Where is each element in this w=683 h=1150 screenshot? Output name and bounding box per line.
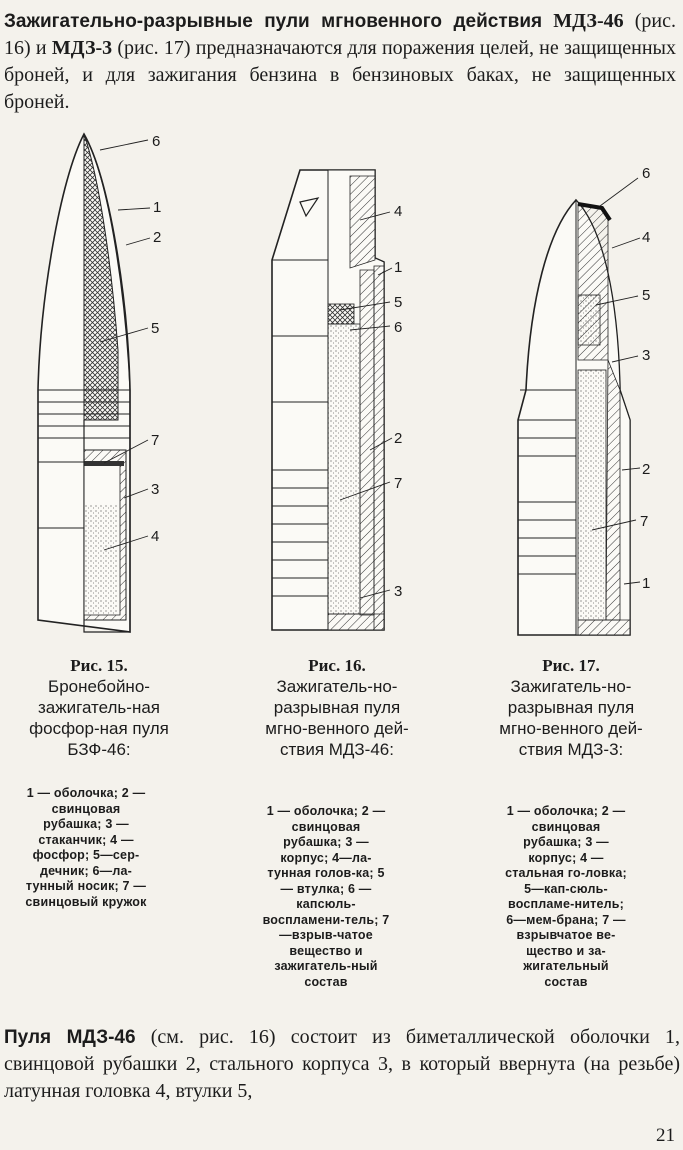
fig16-callout-7: 7: [394, 475, 402, 492]
fig15-callout-4: 4: [151, 528, 159, 545]
fig17-callout-5: 5: [642, 287, 650, 304]
bottom-bold-lead: Пуля МДЗ-46: [4, 1027, 136, 1048]
fig15-name: Бронебойно-зажигатель-ная фосфор-ная пул…: [29, 677, 169, 759]
figure-15-drawing: 6 1 2 5 7 3 4: [37, 132, 161, 633]
model-mdz46: МДЗ-46: [553, 10, 624, 32]
fig15-callout-1: 1: [153, 199, 161, 216]
intro-paragraph: Зажигательно-разрывные пули мгновенного …: [4, 8, 676, 116]
bottom-text: (см. рис. 16) состоит из биметаллической…: [4, 1026, 680, 1102]
fig17-callout-2: 2: [642, 461, 650, 478]
bottom-paragraph: Пуля МДЗ-46 (см. рис. 16) состоит из бим…: [4, 1024, 680, 1105]
bullet-figures: 6 1 2 5 7 3 4 4 1 5: [37, 132, 650, 636]
fig16-name: Зажигатель-но-разрывная пуля мгно-венног…: [265, 677, 409, 759]
fig17-callout-3: 3: [642, 347, 650, 364]
fig15-callout-5: 5: [151, 320, 159, 337]
fig16-legend: 1 — оболочка; 2 — свинцовая рубашка; 3 —…: [262, 804, 390, 989]
fig17-callout-1: 1: [642, 575, 650, 592]
fig17-label: Рис. 17.: [542, 656, 600, 675]
intro-fig-ref: (рис. 16) и: [4, 10, 676, 59]
fig17-caption: Рис. 17. Зажигатель-но-разрывная пуля мг…: [496, 655, 646, 760]
fig15-callout-3: 3: [151, 481, 159, 498]
fig15-callout-7: 7: [151, 432, 159, 449]
fig17-callout-7: 7: [640, 513, 648, 530]
fig16-caption: Рис. 16. Зажигатель-но-разрывная пуля мг…: [262, 655, 412, 760]
page-number: 21: [656, 1125, 675, 1146]
fig15-label: Рис. 15.: [70, 656, 128, 675]
fig16-callout-2: 2: [394, 430, 402, 447]
intro-title: Зажигательно-разрывные пули мгновенного …: [4, 11, 543, 32]
model-mdz3: МДЗ-3: [51, 37, 113, 59]
fig16-callout-6: 6: [394, 319, 402, 336]
fig17-name: Зажигатель-но-разрывная пуля мгно-венног…: [499, 677, 643, 759]
figure-17-drawing: 6 4 5 3 2 7 1: [517, 165, 650, 636]
fig16-callout-1: 1: [394, 259, 402, 276]
fig17-legend: 1 — оболочка; 2 — свинцовая рубашка; 3 —…: [505, 804, 627, 989]
figure-16-drawing: 4 1 5 6 2 7 3: [271, 169, 402, 631]
fig15-caption: Рис. 15. Бронебойно-зажигатель-ная фосфо…: [24, 655, 174, 760]
fig16-label: Рис. 16.: [308, 656, 366, 675]
fig15-callout-2: 2: [153, 229, 161, 246]
fig15-callout-6: 6: [152, 133, 160, 150]
fig16-callout-4: 4: [394, 203, 402, 220]
fig17-callout-6: 6: [642, 165, 650, 182]
fig15-legend: 1 — оболочка; 2 — свинцовая рубашка; 3 —…: [25, 786, 147, 909]
intro-rest: (рис. 17) предназначаются для поражения …: [4, 37, 676, 113]
fig16-callout-5: 5: [394, 294, 402, 311]
fig17-callout-4: 4: [642, 229, 650, 246]
fig16-callout-3: 3: [394, 583, 402, 600]
